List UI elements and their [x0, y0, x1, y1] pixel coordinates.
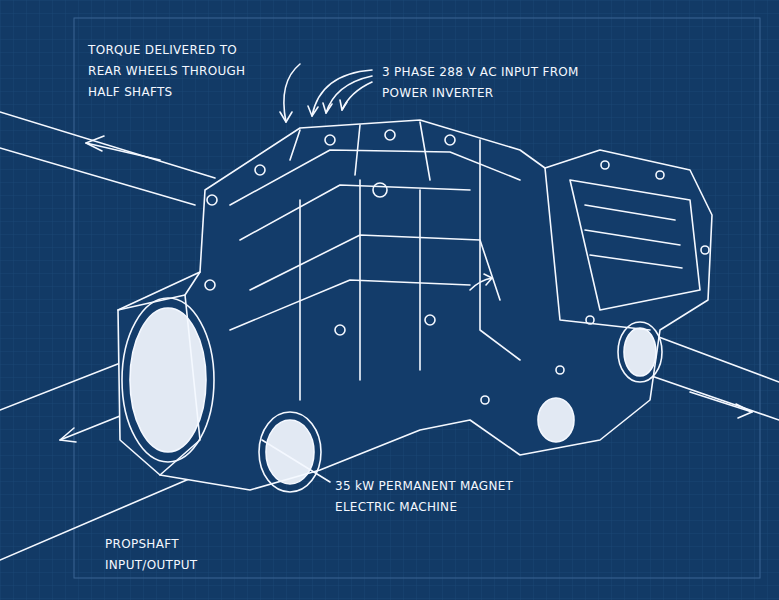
callout-label: TORQUE DELIVERED TO REAR WHEELS THROUGH …	[88, 40, 266, 103]
callout-label: 35 kW PERMANENT MAGNET ELECTRIC MACHINE	[335, 476, 540, 518]
callout-label: 3 PHASE 288 V AC INPUT FROM POWER INVERT…	[382, 62, 614, 104]
callout-label: PROPSHAFT INPUT/OUTPUT	[105, 534, 223, 576]
